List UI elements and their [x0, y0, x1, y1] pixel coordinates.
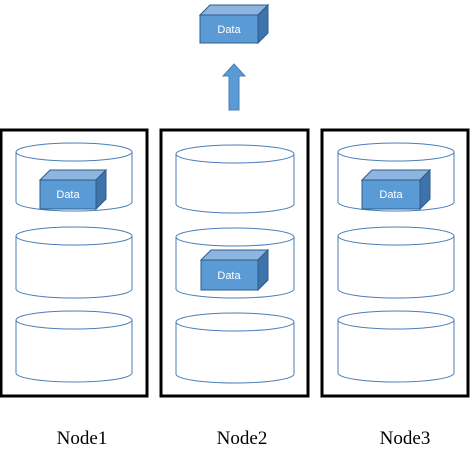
- node-3-disk-3: [337, 310, 455, 383]
- node-3-data-cube: Data: [360, 168, 432, 211]
- node-2-data-cube: Data: [199, 248, 270, 292]
- top-data-cube-label: Data: [217, 24, 241, 36]
- top-data-cube: Data: [198, 3, 270, 45]
- top-data-cube-top-face: [198, 4, 270, 16]
- node-1-label: Node1: [57, 428, 108, 449]
- top-data-cube-front-face: [199, 14, 259, 44]
- node-1-disk-3: [15, 310, 133, 383]
- replication-arrow-up-icon: [221, 63, 247, 111]
- node-3-disk-2: [337, 226, 455, 299]
- node-3: Data Node3: [320, 128, 470, 449]
- node-1-data-cube: Data: [38, 168, 108, 211]
- node-2-disk-3: [175, 312, 295, 384]
- node-3-border: [320, 128, 470, 398]
- node-1-border: [0, 128, 149, 398]
- node-2-data-label: Data: [217, 270, 241, 282]
- node-1: Data Node1: [0, 128, 149, 449]
- node-2-label: Node2: [217, 428, 268, 449]
- node-1-disk-2: [15, 226, 133, 299]
- node-2-disk-1: [175, 144, 295, 214]
- node-3-label: Node3: [380, 428, 431, 449]
- node-1-data-label: Data: [56, 189, 80, 201]
- node-2-border: [159, 128, 310, 398]
- node-3-data-label: Data: [379, 189, 403, 201]
- node-2: Data Node2: [159, 128, 310, 449]
